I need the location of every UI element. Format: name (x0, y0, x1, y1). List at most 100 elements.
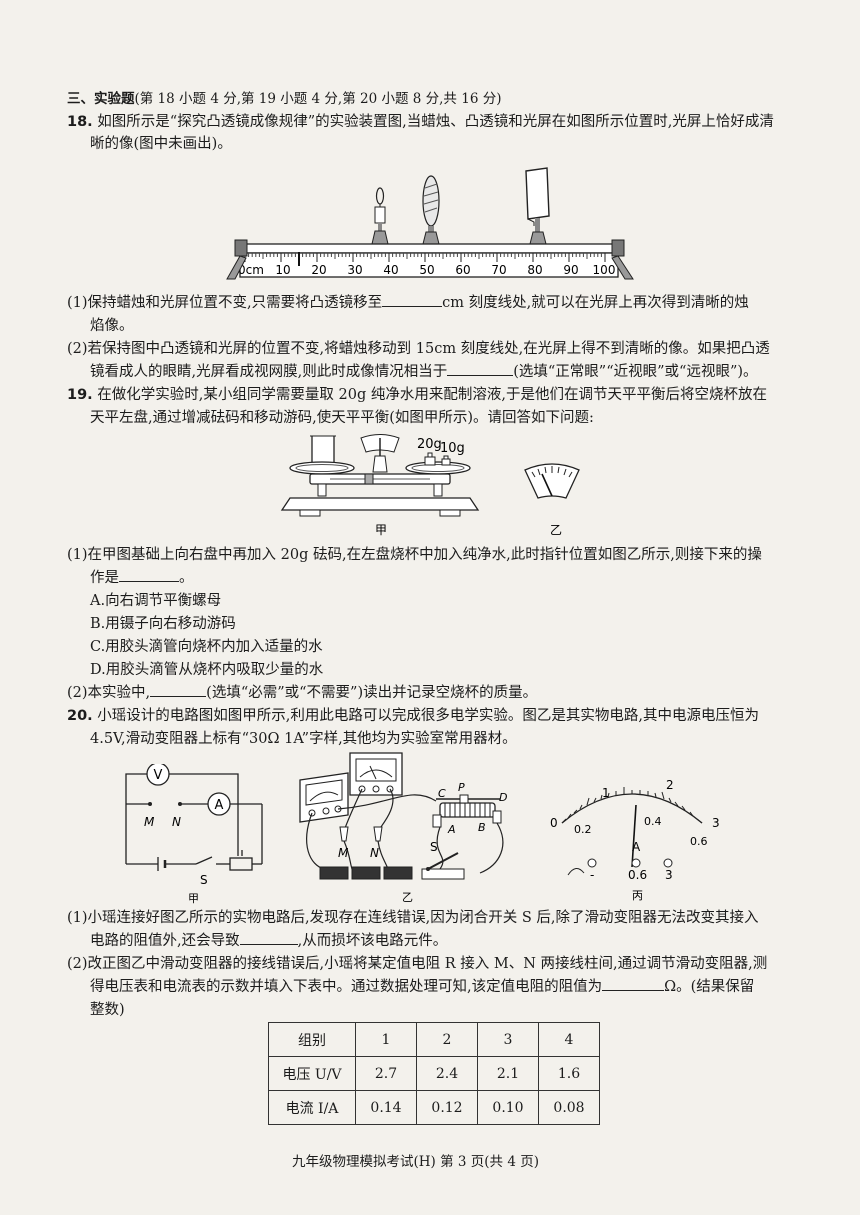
voltmeter-label: V (154, 768, 163, 783)
q19-option-a[interactable]: A.向右调节平衡螺母 (90, 593, 222, 609)
page-footer: 九年级物理模拟考试(H) 第 3 页(共 4 页) (292, 1154, 539, 1170)
rheostat-p-label: P (458, 781, 465, 794)
table-header-cell: 组别 (268, 1022, 356, 1057)
voltmeter-device (349, 752, 403, 796)
q19-option-b[interactable]: B.用镊子向右移动游码 (90, 616, 236, 632)
switch-s-label: S (200, 873, 208, 887)
ammeter-needle (631, 804, 637, 868)
q18-part1-blank[interactable] (382, 306, 443, 307)
q18-stem-line2: 晰的像(图中未画出)。 (90, 136, 232, 152)
bench-tick-labels: 0cm 10 20 30 40 50 60 70 80 90 100 (238, 263, 615, 277)
tick-label: 100 (593, 263, 616, 277)
q20-part2-line1: (2)改正图乙中滑动变阻器的接线错误后,小瑶将某定值电阻 R 接入 M、N 两接… (67, 956, 768, 972)
tick-label: 20 (311, 263, 326, 277)
table-row: 电流 I/A 0.14 0.12 0.10 0.08 (268, 1090, 600, 1125)
tick-label: 30 (347, 263, 362, 277)
q19-part2-line: (2)本实验中, (选填“必需”或“不需要”)读出并记录空烧杯的质量。 (67, 683, 537, 703)
q19-part2-text-a: (2)本实验中, (67, 685, 151, 701)
table-cell: 电压 U/V (268, 1056, 356, 1091)
rheostat-c-label: C (438, 787, 446, 800)
table-row: 电压 U/V 2.7 2.4 2.1 1.6 (268, 1056, 600, 1091)
switch-device (421, 852, 465, 880)
q20-stem-line2: 4.5V,滑动变阻器上标有“30Ω 1A”字样,其他均为实验室常用器材。 (90, 731, 517, 747)
q20-part2-line2: 得电压表和电流表的示数并填入下表中。通过数据处理可知,该定值电阻的阻值为 Ω。(结… (90, 977, 754, 997)
q18-part1-line2: 焰像。 (90, 318, 134, 334)
tick-label: 90 (563, 263, 578, 277)
ammeter-small-label: 0.4 (644, 815, 662, 828)
q20-part1-blank[interactable] (239, 944, 298, 945)
q19-number: 19. (67, 387, 93, 403)
table-cell: 1.6 (538, 1056, 600, 1091)
q19-stem-text1: 在做化学实验时,某小组同学需要量取 20g 纯净水用来配制溶液,于是他们在调节天… (97, 387, 767, 403)
table-cell: 0.08 (538, 1090, 600, 1125)
rheostat-a-label: A (447, 823, 456, 836)
q20-part2-text-b: Ω。(结果保留 (664, 979, 755, 995)
figure-label-yi: 乙 (550, 523, 562, 537)
bench-ruler-ticks (244, 252, 606, 266)
q19-part2-blank[interactable] (150, 696, 207, 697)
tick-label: 70 (491, 263, 506, 277)
q18-stem-line1: 18. 如图所示是“探究凸透镜成像规律”的实验装置图,当蜡烛、凸透镜和光屏在如图… (67, 112, 774, 132)
q19-option-d[interactable]: D.用胶头滴管从烧杯内吸取少量的水 (90, 662, 324, 678)
figure-label-bing: 丙 (632, 889, 643, 902)
q20-stem-line1: 20. 小瑶设计的电路图如图甲所示,利用此电路可以完成很多电学实验。图乙是其实物… (67, 706, 759, 726)
terminal-3-label: 3 (665, 868, 673, 882)
q20-part2-blank[interactable] (602, 990, 665, 991)
rheostat-b-label: B (478, 821, 486, 834)
q18-part2-blank[interactable] (447, 375, 514, 376)
ammeter-icon (207, 792, 231, 816)
candle (371, 187, 389, 245)
figure-label-yi: 乙 (402, 891, 413, 904)
table-header-cell: 2 (416, 1022, 478, 1057)
q18-part2-text-a: 镜看成人的眼睛,光屏看成视网膜,则此时成像情况相当于 (90, 364, 448, 380)
circuit-diagram-jia: V A M N S 甲 (125, 764, 263, 904)
terminal-n-label: N (370, 846, 379, 860)
weight-label-10g: 10g (440, 441, 465, 456)
bench-rail (239, 243, 619, 254)
ammeter-dial-bing: 0 1 2 3 0.2 0.4 0.6 A - 0.6 3 丙 (550, 778, 720, 902)
terminal-m-label: M (338, 846, 349, 860)
ammeter-small-label: 0.2 (574, 823, 592, 836)
terminal-06-label: 0.6 (628, 868, 647, 882)
ammeter-small-label: 0.6 (690, 835, 708, 848)
table-cell: 0.10 (477, 1090, 539, 1125)
q19-part1-text-a: 作是 (90, 570, 119, 586)
terminal-icon (663, 858, 673, 868)
table-cell: 0.14 (355, 1090, 417, 1125)
q18-part1-text-a: (1)保持蜡烛和光屏位置不变,只需要将凸透镜移至 (67, 295, 383, 311)
pointer-gauge-yi (524, 463, 580, 499)
tick-label: 10 (275, 263, 290, 277)
balance-jia: 20g 10g (280, 434, 480, 517)
ammeter-scale-label: 3 (712, 816, 720, 830)
q19-part2-text-b: (选填“必需”或“不需要”)读出并记录空烧杯的质量。 (206, 685, 538, 701)
weight-label-20g: 20g (417, 437, 442, 452)
terminal-icon (587, 858, 597, 868)
rheostat-d-label: D (499, 791, 507, 804)
table-header-cell: 1 (355, 1022, 417, 1057)
q18-part1-line1: (1)保持蜡烛和光屏位置不变,只需要将凸透镜移至 cm 刻度线处,就可以在光屏上再… (67, 293, 749, 313)
q18-part2-text-b: (选填“正常眼”“近视眼”或“远视眼”)。 (513, 364, 758, 380)
terminal-icon (631, 858, 641, 868)
q19-stem-line2: 天平左盘,通过增减砝码和移动游码,使天平平衡(如图甲所示)。请回答如下问题: (90, 410, 594, 426)
table-header-cell: 4 (538, 1022, 600, 1057)
terminal-m-label: M (144, 815, 155, 829)
q20-number: 20. (67, 708, 93, 724)
table-cell: 2.4 (416, 1056, 478, 1091)
q20-part2-text-a: 得电压表和电流表的示数并填入下表中。通过数据处理可知,该定值电阻的阻值为 (90, 979, 603, 995)
section-note: (第 18 小题 4 分,第 19 小题 4 分,第 20 小题 8 分,共 1… (134, 91, 502, 107)
ammeter-scale-label: 2 (666, 778, 674, 792)
ammeter-device (299, 772, 349, 823)
tick-label: 60 (455, 263, 470, 277)
q19-option-c[interactable]: C.用胶头滴管向烧杯内加入适量的水 (90, 639, 323, 655)
q19-part1-text-b: 。 (179, 570, 194, 586)
q20-part1-text-a: 电路的阻值外,还会导致 (90, 933, 240, 949)
q18-part2-line1: (2)若保持图中凸透镜和光屏的位置不变,将蜡烛移动到 15cm 刻度线处,在光屏… (67, 341, 770, 357)
q20-part2-line3: 整数) (90, 1002, 125, 1018)
q20-part1-line2: 电路的阻值外,还会导致,从而损坏该电路元件。 (90, 931, 447, 951)
q18-part1-text-b: cm 刻度线处,就可以在光屏上再次得到清晰的烛 (442, 295, 749, 311)
table-header-cell: 3 (477, 1022, 539, 1057)
q20-stem-text1: 小瑶设计的电路图如图甲所示,利用此电路可以完成很多电学实验。图乙是其实物电路,其… (97, 708, 760, 724)
section-header: 三、实验题(第 18 小题 4 分,第 19 小题 4 分,第 20 小题 8 … (67, 89, 501, 109)
q19-part1-blank[interactable] (119, 581, 179, 582)
